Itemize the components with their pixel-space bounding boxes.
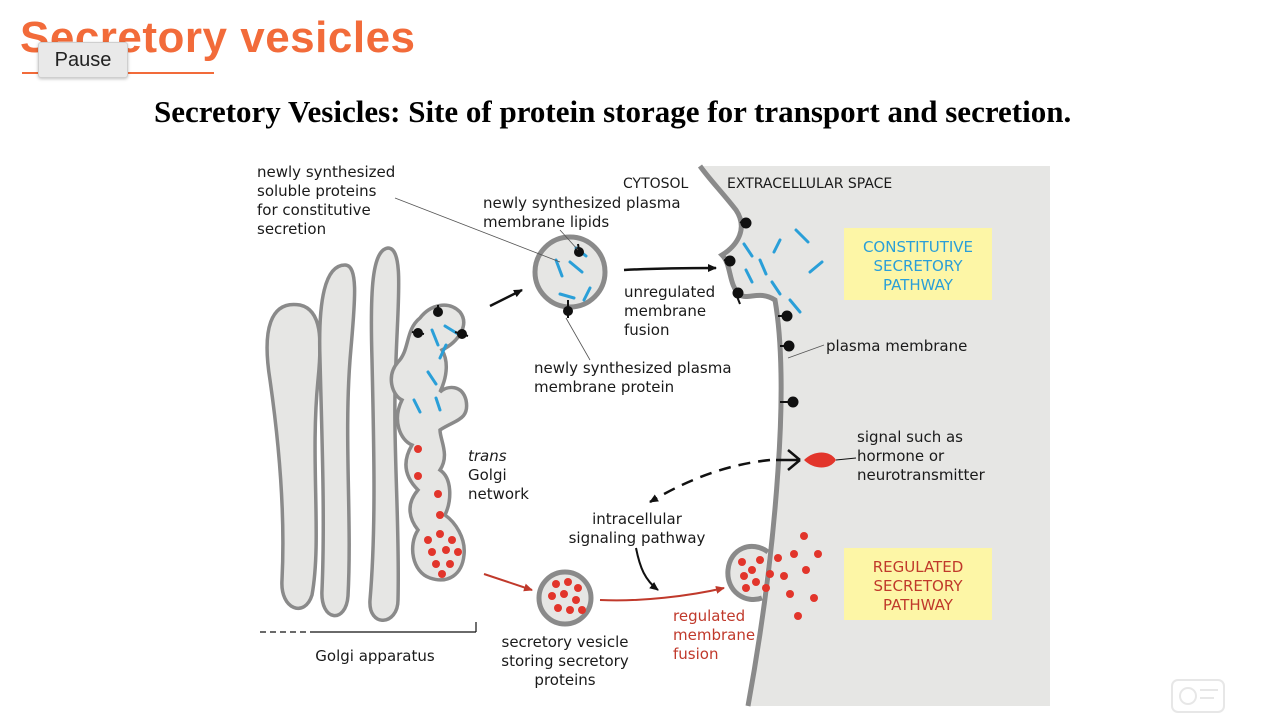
regulated-fusion-label-3: fusion [673,645,718,663]
plasma-membrane [697,164,784,707]
unregulated-label-2: membrane [624,302,706,320]
golgi-cisternae [265,246,401,622]
tgn-membrane-proteins [411,305,469,339]
regulated-arrows [483,573,725,602]
constitutive-label-2: SECRETORY [874,257,964,275]
secretory-vesicle-label-2: storing secretory [501,652,629,670]
plasma-membrane-proteins [723,217,799,408]
constitutive-pathway-box [844,228,992,300]
lipids-label-2: membrane lipids [483,213,609,231]
secretory-vesicle-label-3: proteins [534,671,595,689]
secreted-regulated-proteins [738,532,822,620]
leader-lines [394,197,825,361]
regulated-label-2: SECRETORY [874,577,964,595]
intracellular-label-1: intracellular [592,510,683,528]
signal-label-2: hormone or [857,447,945,465]
signal-leader [835,457,857,461]
plasma-membrane-label: plasma membrane [826,337,967,355]
regulated-label-1: REGULATED [873,558,964,576]
trans-label: trans [468,447,507,465]
soluble-label-4: secretion [257,220,326,238]
constitutive-arrows [489,264,717,308]
watermark-icon [1171,679,1225,713]
regulated-fusion-label-2: membrane [673,626,755,644]
fusion-bulge [725,543,770,602]
secretory-vesicle-label-1: secretory vesicle [502,633,629,651]
vesicle-membrane-proteins [563,243,584,318]
membrane-protein-label-2: membrane protein [534,378,674,396]
constitutive-label-3: PATHWAY [883,276,954,294]
regulated-label-3: PATHWAY [883,596,954,614]
lipids-label-1: newly synthesized plasma [483,194,681,212]
intracellular-label-2: signaling pathway [569,529,706,547]
secreted-soluble-proteins [742,228,824,314]
tgn-red-cargo [414,445,462,578]
regulated-pathway-box [844,548,992,620]
regulated-fusion-label-1: regulated [673,607,745,625]
trans-golgi-network [389,303,469,582]
soluble-label-2: soluble proteins [257,182,377,200]
pause-button[interactable]: Pause [38,42,128,78]
golgi-apparatus-label: Golgi apparatus [315,647,435,665]
receptor [776,449,801,471]
soluble-label-1: newly synthesized [257,163,395,181]
soluble-label-3: for constitutive [257,201,371,219]
cytosol-label: CYTOSOL [623,176,689,192]
golgi-bracket [260,622,477,633]
signaling-trigger-arrow [635,547,659,591]
signaling-dashed-arrow [649,458,771,504]
signal-label-3: neurotransmitter [857,466,986,484]
membrane-protein-label-1: newly synthesized plasma [534,359,732,377]
golgi-network-label-2: network [468,485,529,503]
unregulated-label-3: fusion [624,321,669,339]
extracellular-label: EXTRACELLULAR SPACE [727,176,892,192]
signal-molecule [804,452,836,468]
unregulated-label-1: unregulated [624,283,715,301]
slide-heading: Secretory Vesicles: Site of protein stor… [154,94,1072,129]
constitutive-label-1: CONSTITUTIVE [863,238,973,256]
golgi-network-label-1: Golgi [468,466,507,484]
signal-label-1: signal such as [857,428,963,446]
secretory-vesicle-cargo [548,578,586,614]
